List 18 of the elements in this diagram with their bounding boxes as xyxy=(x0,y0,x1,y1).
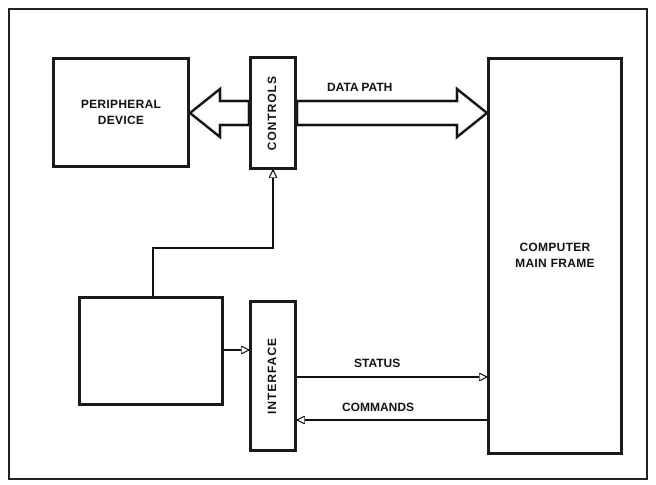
edge-label: DATA PATH xyxy=(326,80,394,94)
wide-arrow xyxy=(188,86,250,140)
arrow xyxy=(152,169,278,296)
process-box xyxy=(249,300,297,452)
box-label: PERIPHERAL DEVICE xyxy=(80,96,162,128)
box-label: COMPUTER MAIN FRAME xyxy=(514,240,596,272)
arrow xyxy=(296,415,487,425)
process-box xyxy=(487,57,623,455)
wide-arrow xyxy=(296,86,489,140)
box-label: INTERFACE xyxy=(265,337,280,414)
edge-label: COMMANDS xyxy=(340,400,416,414)
edge-label: STATUS xyxy=(352,356,402,370)
process-box xyxy=(249,56,297,170)
blank-box xyxy=(78,296,224,406)
arrow xyxy=(224,345,250,355)
arrow xyxy=(297,372,488,382)
box-label: CONTROLS xyxy=(265,75,280,151)
process-box xyxy=(52,57,190,168)
